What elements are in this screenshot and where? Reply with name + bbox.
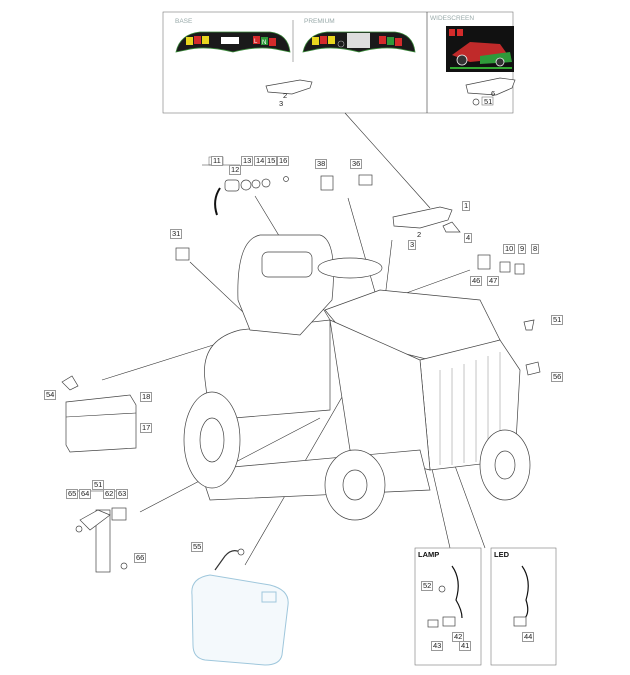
led-holder <box>513 616 527 627</box>
callout-2: 2 <box>283 91 287 100</box>
callout-47: 47 <box>487 276 500 286</box>
callout-13: 13 <box>241 156 254 166</box>
bracket-4 <box>442 221 461 233</box>
dash-housing <box>265 79 313 95</box>
callout-8: 8 <box>531 244 540 254</box>
led-label: LED <box>494 550 510 559</box>
clip-51 <box>523 319 535 331</box>
led-variant-box <box>490 547 557 666</box>
callout-56: 56 <box>551 372 564 382</box>
relay-46 <box>477 254 491 270</box>
callout-2: 2 <box>417 230 422 239</box>
callout-1: 1 <box>462 201 471 211</box>
callout-3: 3 <box>279 99 283 108</box>
dash-housing-widescreen <box>465 77 516 96</box>
connector-8 <box>514 263 525 275</box>
cable-54 <box>61 375 79 391</box>
callout-66: 66 <box>134 553 147 563</box>
callout-51: 51 <box>551 315 564 325</box>
callout-51: 51 <box>484 97 492 106</box>
callout-9: 9 <box>518 244 527 254</box>
steering-wheel <box>317 257 383 279</box>
callout-62: 62 <box>103 489 116 499</box>
callout-64: 64 <box>79 489 92 499</box>
seat <box>237 234 334 336</box>
callout-4: 4 <box>464 233 473 243</box>
premium-dashboard <box>302 31 416 53</box>
callout-46: 46 <box>470 276 483 286</box>
switch-38 <box>320 175 334 191</box>
callout-15: 15 <box>265 156 278 166</box>
callout-38: 38 <box>315 159 328 169</box>
callout-6: 6 <box>491 89 495 98</box>
lamp-label: LAMP <box>418 550 439 559</box>
callout-3: 3 <box>408 240 417 250</box>
callout-12: 12 <box>229 165 242 175</box>
connector-10 <box>499 261 511 273</box>
callout-36: 36 <box>350 159 363 169</box>
lamp-holder <box>442 616 456 627</box>
battery <box>61 375 137 453</box>
callout-42: 42 <box>452 632 465 642</box>
widescreen-label: WIDESCREEN <box>430 15 474 22</box>
callout-31: 31 <box>170 229 183 239</box>
lamp-wire <box>451 565 463 619</box>
base-label: BASE <box>175 18 193 25</box>
bulb <box>427 619 439 628</box>
switch-36 <box>358 174 373 186</box>
led-wire <box>521 565 529 619</box>
dash-l-letter: L <box>254 39 258 45</box>
callout-18: 18 <box>140 392 153 402</box>
callout-41: 41 <box>459 641 472 651</box>
callout-44: 44 <box>522 632 535 642</box>
callout-63: 63 <box>116 489 129 499</box>
base-dashboard: L N <box>175 31 291 53</box>
callout-11: 11 <box>211 156 223 166</box>
clip-icon <box>472 98 480 106</box>
callout-52: 52 <box>421 581 434 591</box>
switch-bracket-assembly <box>68 490 128 573</box>
callout-43: 43 <box>431 641 444 651</box>
callout-10: 10 <box>503 244 516 254</box>
cap-56 <box>525 361 541 376</box>
callout-65: 65 <box>66 489 79 499</box>
callout-55: 55 <box>191 542 204 552</box>
premium-label: PREMIUM <box>304 18 335 25</box>
tractor-illustration <box>183 234 531 521</box>
switch-31 <box>175 247 190 261</box>
callout-17: 17 <box>140 423 153 433</box>
dashboard-housing <box>392 206 453 229</box>
callout-51-bracket: 51 <box>92 480 105 490</box>
callout-16: 16 <box>277 156 290 166</box>
widescreen-display <box>446 26 514 72</box>
dash-n-letter: N <box>262 40 266 46</box>
callout-54: 54 <box>44 390 57 400</box>
fuel-tank <box>191 548 289 666</box>
